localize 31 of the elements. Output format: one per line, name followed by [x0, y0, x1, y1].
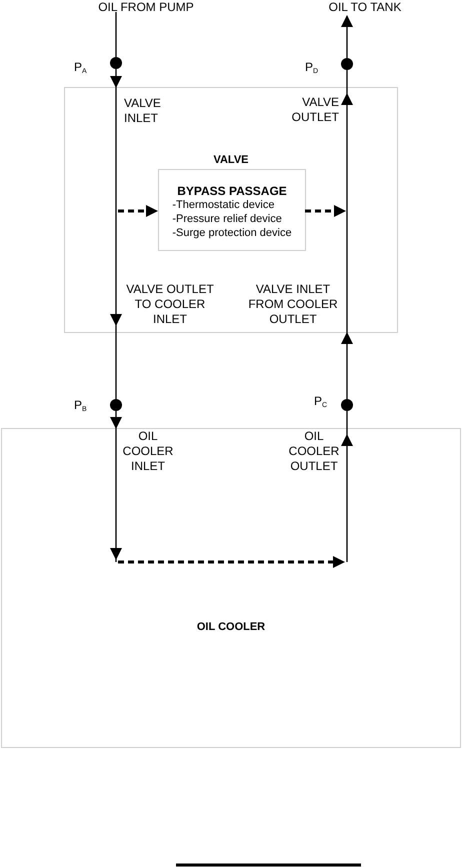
dashed-arrow: [118, 205, 158, 217]
port-label: VALVE OUTLET TO COOLER INLET: [125, 282, 215, 327]
box-heading: OIL COOLER: [196, 621, 266, 634]
flow-line: [115, 333, 117, 399]
list-item: -Pressure relief device: [172, 212, 283, 226]
flow-line: [115, 12, 117, 57]
box-heading: VALVE: [213, 154, 249, 167]
port-label: VALVE INLET FROM COOLER OUTLET: [247, 282, 339, 327]
port-label: OIL COOLER INLET: [122, 429, 174, 474]
port-label: VALVE INLET: [124, 96, 162, 126]
flow-label: OIL FROM PUMP: [86, 0, 206, 12]
flow-line: [346, 411, 348, 428]
list-item: -Thermostatic device: [172, 198, 276, 212]
pressure-label: P$_{C}$: [314, 394, 328, 408]
flow-line: [346, 70, 348, 87]
pressure-label: P$_{A}$: [74, 60, 87, 74]
pressure-label: P$_{D}$: [305, 60, 318, 74]
flow-arrow: [341, 332, 353, 399]
flow-arrow: [110, 411, 122, 429]
list-item: -Surge protection device: [172, 226, 292, 240]
flow-arrow: [341, 15, 353, 58]
cooler-box: [1, 428, 461, 748]
flow-arrow: [110, 69, 122, 88]
bypass-box: [158, 169, 306, 251]
port-label: OIL COOLER OUTLET: [288, 429, 340, 474]
flow-label: OIL TO TANK: [310, 0, 420, 16]
box-heading: BYPASS PASSAGE: [177, 184, 287, 198]
valve-box: [64, 87, 398, 333]
dashed-arrow: [305, 205, 346, 217]
port-label: VALVE OUTLET: [290, 95, 339, 125]
pressure-label: P$_{B}$: [74, 398, 87, 412]
